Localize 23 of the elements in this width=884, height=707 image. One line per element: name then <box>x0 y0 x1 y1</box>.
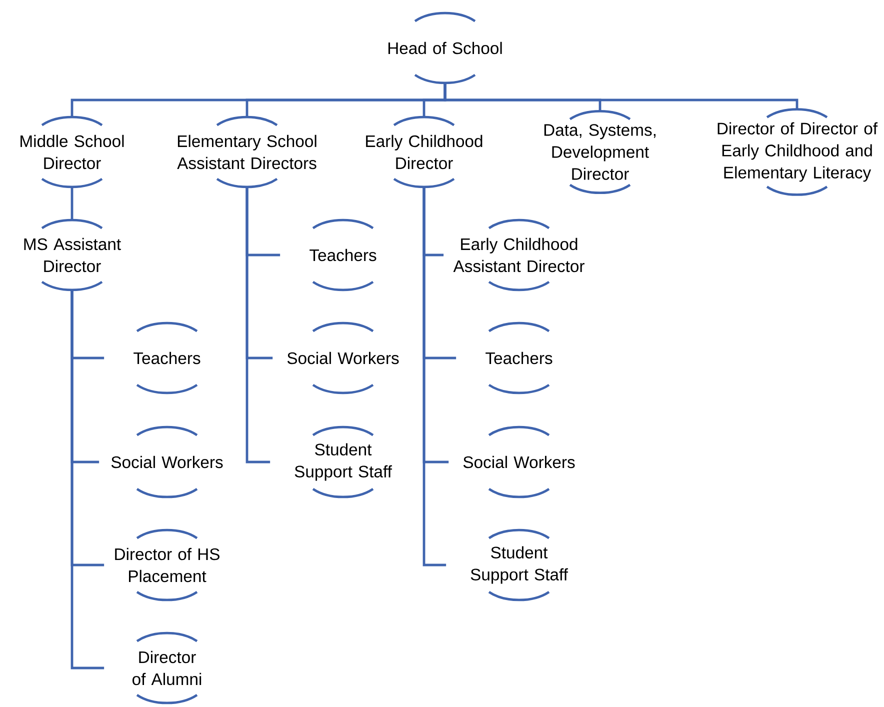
arc-node: Social Workers <box>463 426 575 498</box>
connector-line <box>70 290 104 670</box>
arc-node: Teachers <box>486 322 552 394</box>
arc-node: Early Childhood Assistant Director <box>453 218 584 292</box>
arc-node: Head of School <box>388 12 502 84</box>
arc-node: Social Workers <box>111 426 223 498</box>
arc-node: Director of Director of Early Childhood and Elementary Literacy <box>718 108 878 196</box>
arc-node: Data, Systems, Development Director <box>544 110 656 194</box>
arc-node: Elementary School Assistant Directors <box>177 116 316 188</box>
arc-node: Student Support Staff <box>294 426 392 498</box>
arc-node: Middle School Director <box>20 116 124 188</box>
connector-line <box>70 186 74 220</box>
arc-node: MS Assistant Director <box>24 218 121 292</box>
connector-line <box>444 82 798 110</box>
arc-node: Student Support Staff <box>470 528 568 602</box>
arc-node: Teachers <box>310 218 376 292</box>
connector-line <box>422 186 446 566</box>
arc-node: Director of Alumni <box>132 632 202 704</box>
connector-line <box>246 186 270 464</box>
arc-node: Social Workers <box>287 322 399 394</box>
arc-node: Early Childhood Director <box>366 116 482 188</box>
arc-node: Director of HS Placement <box>115 528 220 602</box>
arc-node: Teachers <box>134 322 200 394</box>
